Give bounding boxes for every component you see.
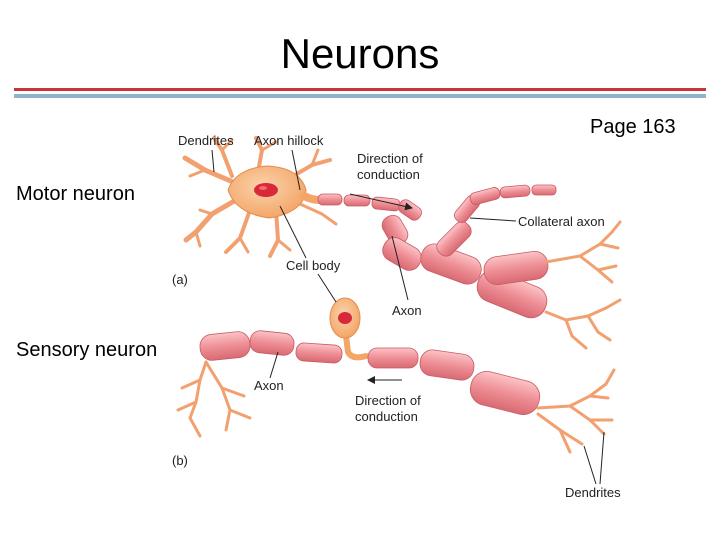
label-panel-a: (a) — [172, 272, 188, 287]
label-direction-sensory-1: Direction of — [355, 393, 421, 408]
sensory-neuron-figure — [176, 297, 616, 454]
motor-axon-terminals — [544, 220, 622, 350]
figure-labels: Dendrites Axon hillock Direction of cond… — [172, 133, 621, 500]
label-axon-hillock: Axon hillock — [254, 133, 324, 148]
label-dendrites-sensory: Dendrites — [565, 485, 621, 500]
label-direction-motor-2: conduction — [357, 167, 420, 182]
title-rule-blue — [14, 94, 706, 98]
label-axon-motor: Axon — [392, 303, 422, 318]
motor-nucleus — [254, 183, 278, 197]
label-axon-sensory: Axon — [254, 378, 284, 393]
title-rule-red — [14, 88, 706, 91]
label-dendrites-motor: Dendrites — [178, 133, 234, 148]
sensory-dendrites-left — [176, 360, 252, 438]
motor-dendrites — [182, 136, 338, 258]
page-reference: Page 163 — [590, 116, 676, 138]
motor-neuron-label: Motor neuron — [16, 183, 135, 205]
slide-title: Neurons — [280, 30, 440, 77]
sensory-nucleus — [338, 312, 352, 324]
motor-neuron-figure — [182, 136, 622, 350]
label-collateral-axon: Collateral axon — [518, 214, 605, 229]
label-cell-body: Cell body — [286, 258, 341, 273]
label-direction-motor-1: Direction of — [357, 151, 423, 166]
label-panel-b: (b) — [172, 453, 188, 468]
label-direction-sensory-2: conduction — [355, 409, 418, 424]
sensory-dendrites-right — [536, 368, 616, 454]
sensory-axon-myelin — [199, 330, 541, 415]
sensory-neuron-label: Sensory neuron — [16, 339, 158, 361]
